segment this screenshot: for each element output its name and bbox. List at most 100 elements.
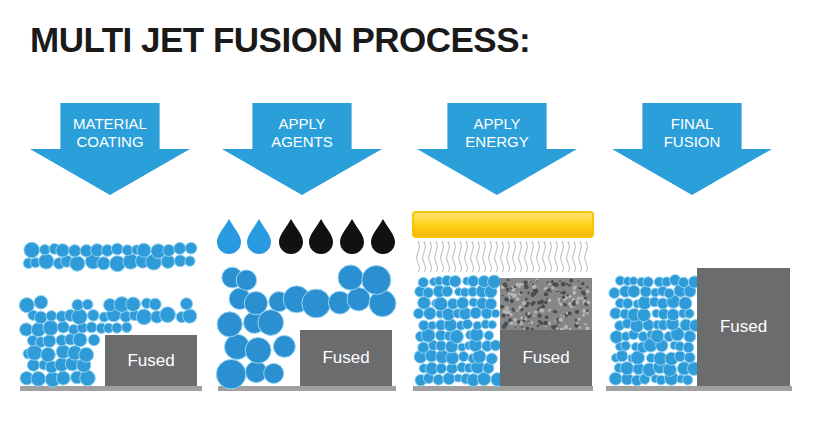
- step-label: FINAL FUSION: [645, 115, 738, 151]
- speckle: [524, 281, 528, 285]
- speckle: [554, 320, 556, 322]
- fused-label: Fused: [522, 348, 569, 368]
- speckle: [577, 280, 579, 282]
- speckle: [557, 290, 559, 292]
- powder-particle: [180, 298, 192, 310]
- speckle: [550, 290, 552, 292]
- speckle: [564, 325, 568, 329]
- speckle: [571, 302, 575, 306]
- powder-particle: [683, 375, 693, 385]
- powder-particle: [43, 320, 58, 335]
- powder-particle: [643, 277, 653, 287]
- heat-wave: [555, 241, 558, 272]
- platform-strip: [413, 386, 593, 391]
- speckle: [521, 317, 524, 320]
- speckle: [560, 315, 562, 317]
- heat-wave: [471, 241, 474, 272]
- powder-particle: [35, 311, 48, 324]
- fused-block: Fused: [105, 335, 197, 386]
- powder-particle: [185, 242, 197, 254]
- speckle: [556, 289, 558, 291]
- speckle: [530, 302, 534, 306]
- speckle: [556, 323, 558, 325]
- powder-particle: [443, 373, 455, 385]
- build-platform: [20, 386, 792, 391]
- speckle: [510, 293, 514, 297]
- speckle: [512, 309, 514, 311]
- speckle: [521, 326, 523, 328]
- speckle: [537, 301, 541, 305]
- speckle: [577, 297, 580, 300]
- speckle: [573, 290, 575, 292]
- powder-particle: [57, 321, 69, 333]
- speckle: [578, 326, 581, 329]
- powder-particle: [473, 321, 482, 330]
- step-arrow: MATERIAL COATING: [30, 103, 190, 195]
- speckle: [500, 305, 504, 309]
- speckle: [514, 322, 517, 325]
- powder-particle: [423, 287, 434, 298]
- speckle: [584, 302, 587, 305]
- speckle: [581, 282, 584, 285]
- speckle: [583, 290, 586, 293]
- step-label: APPLY AGENTS: [255, 115, 348, 151]
- speckle: [584, 323, 586, 325]
- heat-wave: [561, 241, 564, 272]
- powder-particle: [185, 256, 195, 266]
- speckle: [541, 304, 545, 308]
- agent-droplet: [340, 219, 364, 254]
- speckle: [503, 309, 508, 314]
- speckle: [517, 320, 521, 324]
- powder-particle: [69, 245, 81, 257]
- speckle: [509, 321, 513, 325]
- speckle: [559, 280, 561, 282]
- arrow-polygon: [30, 103, 190, 195]
- speckle: [555, 311, 558, 314]
- speckle: [562, 291, 566, 295]
- powder-particle: [216, 359, 246, 389]
- powder-particle: [436, 341, 447, 352]
- powder-particle: [616, 350, 628, 362]
- speckle: [520, 291, 523, 294]
- speckle: [565, 304, 568, 307]
- agent-treated-powder: [500, 278, 592, 332]
- speckle: [551, 326, 555, 330]
- powder-particle: [623, 298, 633, 308]
- speckle: [520, 316, 523, 319]
- powder-particle: [468, 276, 479, 287]
- speckle: [538, 320, 542, 324]
- heat-wave: [483, 241, 486, 272]
- powder-particle: [244, 292, 267, 315]
- fused-label: Fused: [720, 317, 767, 337]
- arrow-polygon: [417, 103, 577, 195]
- heat-wave: [537, 241, 540, 272]
- speckle: [519, 283, 523, 287]
- speckle: [518, 292, 522, 296]
- powder-particle: [43, 335, 56, 348]
- speckle: [506, 288, 510, 292]
- speckle: [502, 295, 504, 297]
- speckle: [524, 318, 526, 320]
- speckle: [575, 319, 577, 321]
- powder-particle: [609, 288, 620, 299]
- powder-particle: [70, 256, 85, 271]
- heat-wave: [573, 241, 576, 272]
- energy-lamp: [413, 212, 593, 237]
- powder-particle: [245, 337, 271, 363]
- platform-strip: [606, 386, 792, 391]
- heat-wave: [453, 241, 456, 272]
- powder-particle: [137, 243, 151, 257]
- heat-wave: [501, 241, 504, 272]
- powder-particle: [174, 242, 186, 254]
- heat-waves: [417, 241, 588, 272]
- step-arrow: FINAL FUSION: [612, 103, 772, 195]
- speckle: [511, 288, 515, 292]
- speckle: [528, 322, 530, 324]
- speckle: [525, 298, 528, 301]
- step-label: MATERIAL COATING: [63, 115, 156, 151]
- powder-particle: [111, 243, 123, 255]
- powder-particle: [19, 298, 34, 313]
- step-arrow: APPLY AGENTS: [222, 103, 382, 195]
- powder-particle: [684, 331, 696, 343]
- speckle: [505, 306, 509, 310]
